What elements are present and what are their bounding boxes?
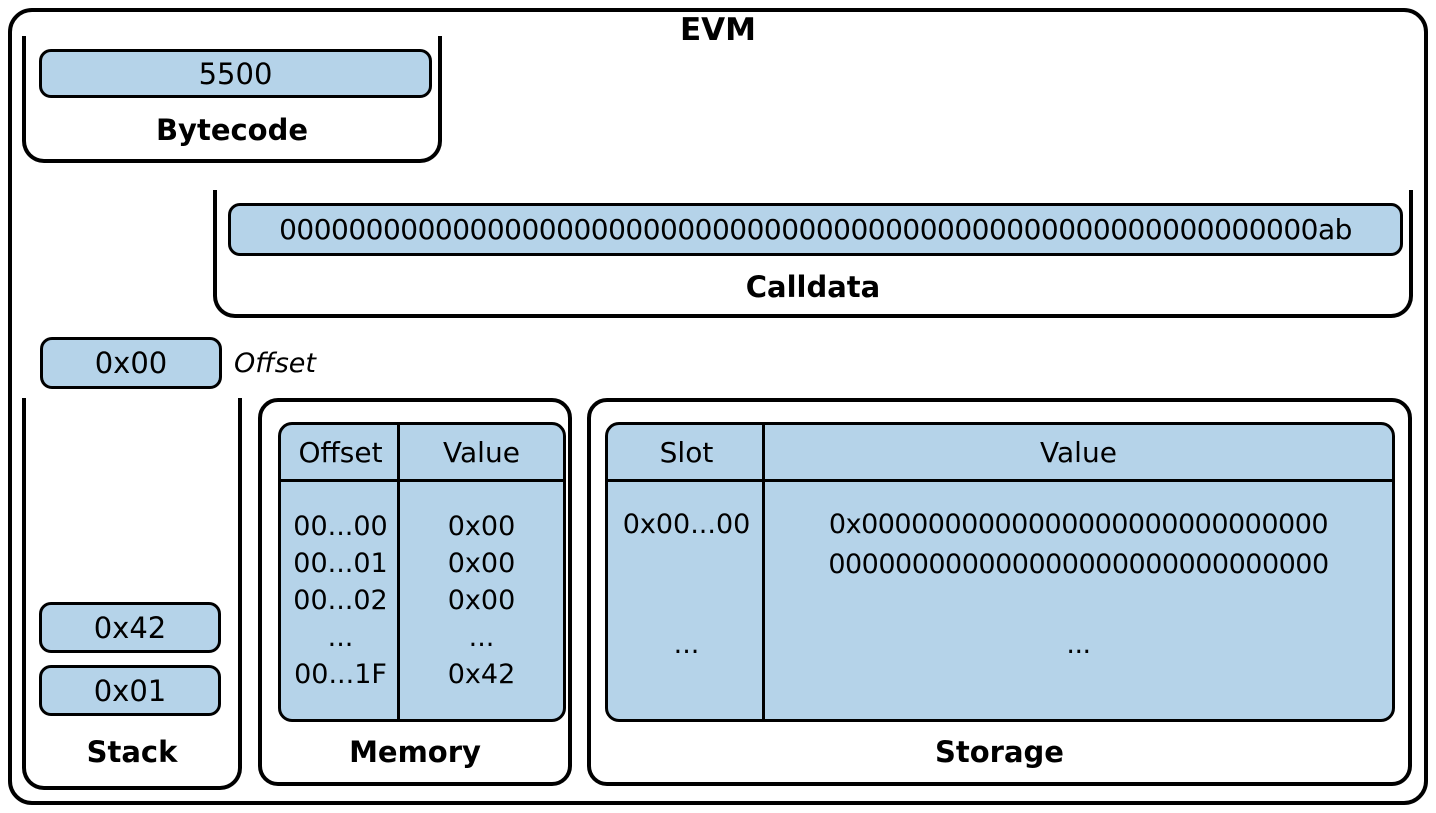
storage-slot-cell: ... — [673, 629, 700, 660]
memory-table-divider — [397, 425, 400, 719]
storage-table-body: 0x00...00 0x0000000000000000000000000000… — [608, 505, 1392, 665]
memory-header-value: Value — [443, 435, 520, 469]
storage-label: Storage — [935, 735, 1064, 769]
offset-value: 0x00 — [94, 346, 168, 380]
memory-offset-cell: ... — [327, 622, 354, 653]
storage-table: Slot Value 0x00...00 0x00000000000000000… — [605, 422, 1395, 722]
bytecode-label: Bytecode — [155, 113, 309, 147]
table-row: 00...02 0x00 — [281, 582, 563, 619]
storage-value-line2: 000000000000000000000000000000 — [828, 549, 1329, 580]
memory-table: Offset Value 00...00 0x00 00...01 0x00 0… — [278, 422, 566, 722]
memory-offset-cell: 00...02 — [293, 585, 388, 616]
evm-title: EVM — [679, 12, 757, 48]
memory-offset-cell: 00...01 — [293, 548, 388, 579]
storage-table-divider — [762, 425, 765, 719]
stack-item-value: 0x01 — [93, 673, 167, 708]
offset-value-box: 0x00 — [40, 337, 222, 389]
table-row: 0x00...00 0x0000000000000000000000000000… — [608, 505, 1392, 585]
storage-value-cell: ... — [1066, 629, 1091, 660]
calldata-value: 0000000000000000000000000000000000000000… — [279, 213, 1352, 246]
memory-value-cell: 0x42 — [447, 659, 516, 690]
stack-item-value: 0x42 — [93, 610, 167, 645]
stack-item-box: 0x42 — [39, 602, 221, 653]
storage-value-line1: 0x0000000000000000000000000000 — [828, 509, 1329, 540]
memory-offset-cell: 00...1F — [294, 659, 387, 690]
offset-pointer-label: Offset — [234, 347, 317, 379]
memory-header-offset: Offset — [298, 435, 383, 469]
memory-table-body: 00...00 0x00 00...01 0x00 00...02 0x00 .… — [281, 482, 563, 693]
memory-container — [258, 398, 572, 786]
storage-container — [587, 398, 1412, 786]
calldata-value-box: 0000000000000000000000000000000000000000… — [228, 203, 1403, 256]
memory-table-header: Offset Value — [281, 425, 563, 482]
bytecode-container: 5500 — [22, 36, 442, 163]
calldata-container — [213, 190, 1413, 318]
memory-value-cell: ... — [468, 622, 495, 653]
memory-label: Memory — [349, 735, 481, 769]
stack-container — [22, 398, 242, 790]
stack-label: Stack — [86, 735, 178, 769]
storage-slot-cell: 0x00...00 — [622, 509, 751, 540]
storage-header-value: Value — [1040, 435, 1117, 469]
table-row: ... ... — [608, 625, 1392, 665]
storage-value-cell: 0x0000000000000000000000000000 000000000… — [765, 505, 1392, 585]
evm-frame — [8, 8, 1428, 805]
storage-header-slot: Slot — [659, 435, 714, 469]
bytecode-value: 5500 — [198, 56, 273, 91]
memory-value-cell: 0x00 — [447, 585, 516, 616]
table-row: 00...1F 0x42 — [281, 656, 563, 693]
calldata-label: Calldata — [745, 270, 881, 304]
memory-value-cell: 0x00 — [447, 511, 516, 542]
table-row: 00...01 0x00 — [281, 545, 563, 582]
memory-offset-cell: 00...00 — [293, 511, 388, 542]
stack-item-box: 0x01 — [39, 665, 221, 716]
bytecode-value-box: 5500 — [39, 49, 432, 98]
memory-value-cell: 0x00 — [447, 548, 516, 579]
storage-table-header: Slot Value — [608, 425, 1392, 482]
table-row: ... ... — [281, 619, 563, 656]
table-row: 00...00 0x00 — [281, 508, 563, 545]
